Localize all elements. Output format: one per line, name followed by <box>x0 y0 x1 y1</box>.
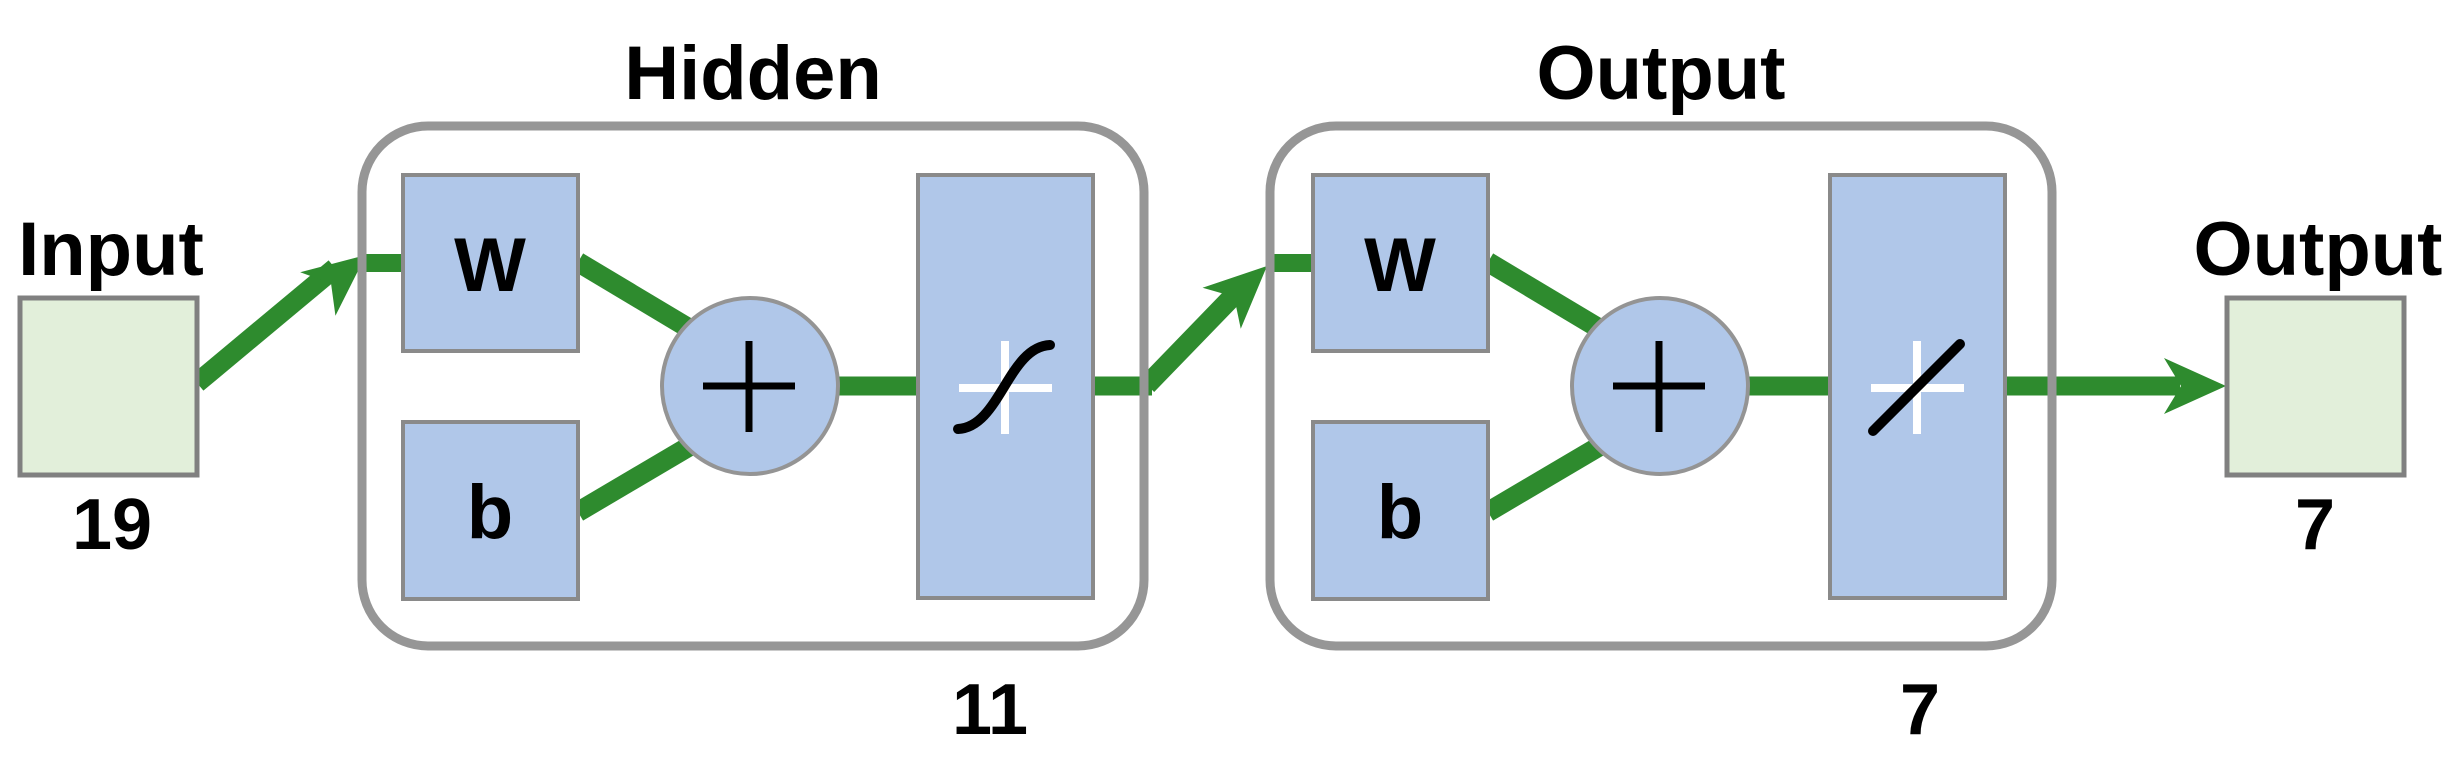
input-block <box>17 295 200 478</box>
hidden-to-output-connector <box>1139 284 1246 392</box>
output-bias-to-sum-connector <box>1482 431 1616 521</box>
hidden-size-label: 11 <box>952 670 1028 750</box>
output-arrowhead-icon <box>2164 358 2226 414</box>
purelin-transfer-icon <box>1868 339 1965 436</box>
hidden-weight-block <box>401 173 580 353</box>
input-arrowhead-icon <box>300 255 366 316</box>
input-label: Input <box>18 207 204 292</box>
hidden-layer-box <box>357 121 1149 651</box>
output-size-label: 7 <box>1900 670 1940 750</box>
output-weight-block <box>1311 173 1490 353</box>
hidden-bias-to-sum-connector <box>572 431 706 521</box>
output-block <box>2224 295 2407 478</box>
hidden-weight-label: W <box>454 223 526 308</box>
hidden-weight-to-sum-connector <box>572 253 706 344</box>
output-layer-title: Output <box>1536 31 1785 116</box>
arrowheads <box>300 255 2226 414</box>
interlayer-arrowhead-icon <box>1202 266 1267 329</box>
output-sum-plus-icon <box>1613 341 1705 432</box>
hidden-bias-block <box>401 420 580 601</box>
output-weight-label: W <box>1364 223 1436 308</box>
output-label: Output <box>2193 207 2442 292</box>
output-weight-to-sum-connector <box>1482 253 1616 344</box>
input-size-label: 19 <box>72 485 152 565</box>
hidden-bias-label: b <box>467 470 513 555</box>
output-bias-block <box>1311 420 1490 601</box>
output-block-size-label: 7 <box>2295 485 2335 565</box>
hidden-sum-plus-icon <box>703 341 795 432</box>
tansig-transfer-icon <box>953 340 1055 434</box>
hidden-layer-title: Hidden <box>624 31 882 116</box>
input-to-hidden-connector <box>190 260 342 391</box>
output-layer-box <box>1265 121 2057 651</box>
output-bias-label: b <box>1377 470 1423 555</box>
connection-lines <box>190 253 2180 521</box>
